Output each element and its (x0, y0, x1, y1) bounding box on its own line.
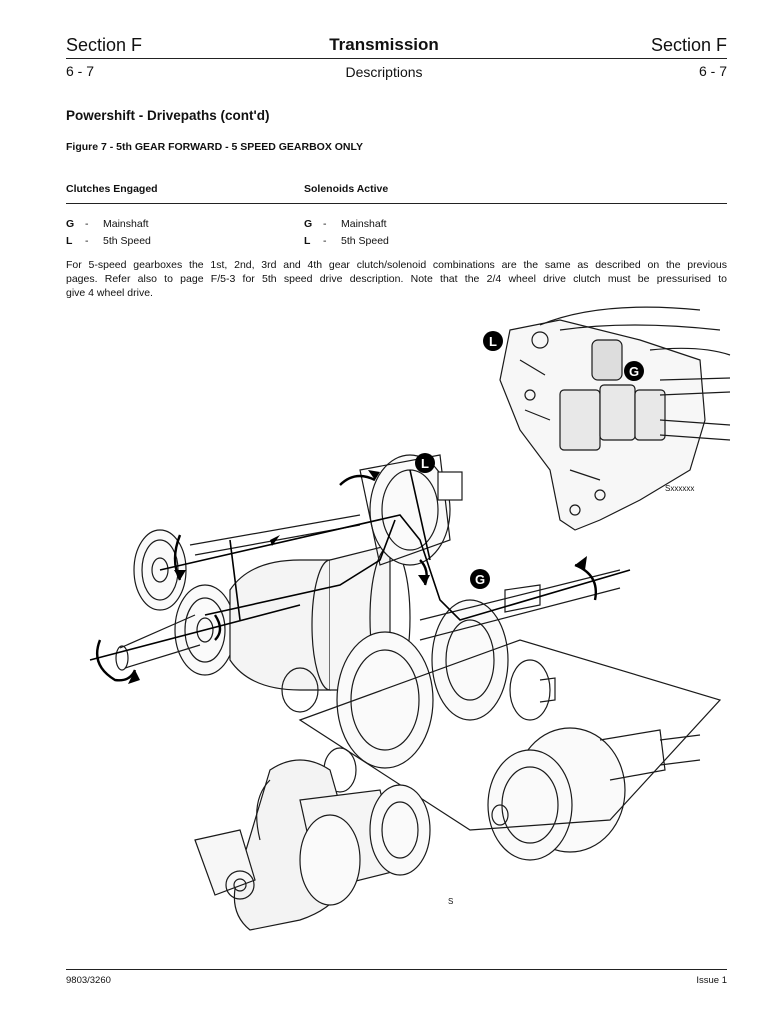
clutch-label: Mainshaft (103, 218, 149, 230)
solenoid-label: 5th Speed (341, 235, 389, 247)
callout-letter: L (421, 456, 429, 471)
callout-letter: L (489, 334, 497, 349)
callout-letter: G (475, 572, 485, 587)
solenoid-label: Mainshaft (341, 218, 387, 230)
arrow-heads (128, 470, 587, 684)
footer-doc-number: 9803/3260 (66, 975, 111, 986)
table-rule (66, 203, 727, 204)
solenoids-title: Solenoids Active (304, 183, 389, 195)
header-section-right: Section F (650, 35, 727, 55)
gearbox-illustration: L G L G Sxxxxxx S (89, 306, 731, 931)
callout-circle-l-main (415, 453, 435, 473)
callout-letter: G (629, 364, 639, 379)
paragraph-line: For 5-speed gearboxes the 1st, 2nd, 3rd … (66, 259, 727, 271)
footer-issue: Issue 1 (696, 975, 727, 986)
header-page-left: 6 - 7 (66, 63, 95, 79)
callout-circle-l-inset (483, 331, 503, 351)
clutch-label: 5th Speed (103, 235, 151, 247)
inset-reference: Sxxxxxx (665, 484, 694, 493)
callout-circle-g-inset (624, 361, 644, 381)
solenoid-letter: G (304, 218, 313, 230)
paragraph-line: give 4 wheel drive. (66, 287, 153, 299)
header-subtitle: Descriptions (345, 64, 423, 80)
description-paragraph: For 5-speed gearboxes the 1st, 2nd, 3rd … (66, 258, 727, 300)
solenoid-block-drawing (499, 306, 731, 531)
solenoid-dash: - (323, 235, 327, 247)
header-section-left: Section F (66, 35, 143, 55)
section-heading: Powershift - Drivepaths (cont'd) (66, 108, 270, 123)
solenoid-letter: L (304, 235, 311, 247)
footer-rule (66, 969, 727, 970)
solenoid-dash: - (323, 218, 327, 230)
clutch-dash: - (85, 235, 89, 247)
clutch-letter: G (66, 218, 75, 230)
clutches-title: Clutches Engaged (66, 183, 158, 195)
drivepath-lines (89, 469, 631, 661)
clutch-dash: - (85, 218, 89, 230)
callout-circle-g-main (470, 569, 490, 589)
clutch-letter: L (66, 235, 73, 247)
header-rule (66, 58, 727, 59)
main-reference: S (448, 897, 453, 906)
gear-train-drawing (115, 454, 722, 931)
header-title: Transmission (329, 35, 439, 54)
header-page-right: 6 - 7 (698, 63, 727, 79)
paragraph-line: pages. Refer also to page F/5-3 for 5th … (66, 273, 727, 285)
figure-caption: Figure 7 - 5th GEAR FORWARD - 5 SPEED GE… (66, 141, 363, 153)
